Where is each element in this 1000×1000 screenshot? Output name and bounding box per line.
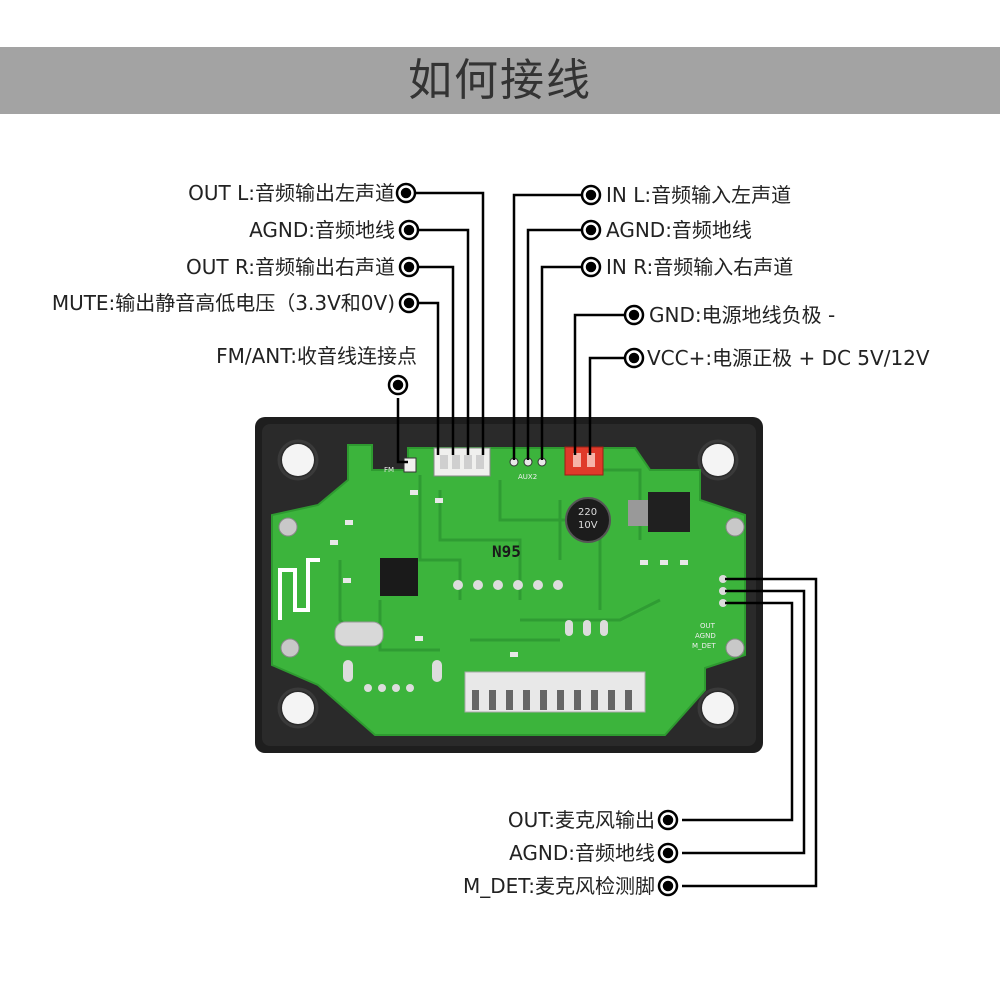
wire-mic-agnd [682,589,806,855]
ring-mic-out [657,809,679,831]
wire-agnd-right [526,228,582,460]
label-mute: MUTE:输出静音高低电压（3.3V和0V) [51,291,395,315]
ring-in-l [580,184,602,206]
label-in-r: IN R:音频输入右声道 [606,255,794,279]
wire-vcc [588,356,625,455]
label-mic-mdet: M_DET:麦克风检测脚 [462,874,655,898]
ring-out-r [398,256,420,278]
label-vcc: VCC+:电源正极 + DC 5V/12V [647,346,930,370]
leader-wires [396,191,818,888]
wire-in-r [540,265,582,460]
wire-out-r [418,265,455,455]
ring-in-r [580,256,602,278]
wire-mic-mdet [682,577,818,888]
mounting-holes [277,439,739,729]
silk-fm: FM [384,466,394,474]
capacitor-value: 220 [578,507,597,518]
label-agnd-left: AGND:音频地线 [249,218,395,242]
ring-fm [387,374,409,396]
output-header [433,447,491,477]
label-agnd-right: AGND:音频地线 [606,218,752,242]
page-title: 如何接线 [408,55,592,106]
wire-gnd [573,313,625,455]
label-fm: FM/ANT:收音线连接点 [216,344,417,368]
silk-aux: AUX2 [518,473,537,481]
label-gnd: GND:电源地线负极 - [649,303,836,327]
aux-header [509,457,547,467]
ring-mute [398,292,420,314]
pcb: N95 220 10V AUX2 FM OUT AGND M_DET [271,444,746,736]
capacitor-voltage: 10V [578,520,598,531]
wire-out-l [414,191,485,455]
ring-out-l [395,182,417,204]
silk-mic-out: OUT [700,622,716,630]
power-connector [564,446,604,476]
wire-agnd-left [418,228,470,455]
ring-mic-mdet [657,875,679,897]
label-out-r: OUT R:音频输出右声道 [186,255,395,279]
board-model: N95 [492,542,521,561]
terminal-rings [387,182,679,897]
fm-connector [403,457,417,473]
ring-vcc [623,347,645,369]
label-out-l: OUT L:音频输出左声道 [188,181,395,205]
wire-in-l [512,193,582,460]
label-in-l: IN L:音频输入左声道 [606,183,792,207]
title-bar: 如何接线 [0,47,1000,114]
label-mic-agnd: AGND:音频地线 [509,841,655,865]
label-mic-out: OUT:麦克风输出 [507,808,655,832]
ring-mic-agnd [657,842,679,864]
wire-mute [418,301,440,455]
ring-agnd-left [398,219,420,241]
silk-mic-mdet: M_DET [692,642,716,650]
wire-mic-out [682,601,794,822]
silk-mic-agnd: AGND [695,632,716,640]
ring-agnd-right [580,219,602,241]
ring-gnd [623,304,645,326]
wire-fm [396,398,408,464]
